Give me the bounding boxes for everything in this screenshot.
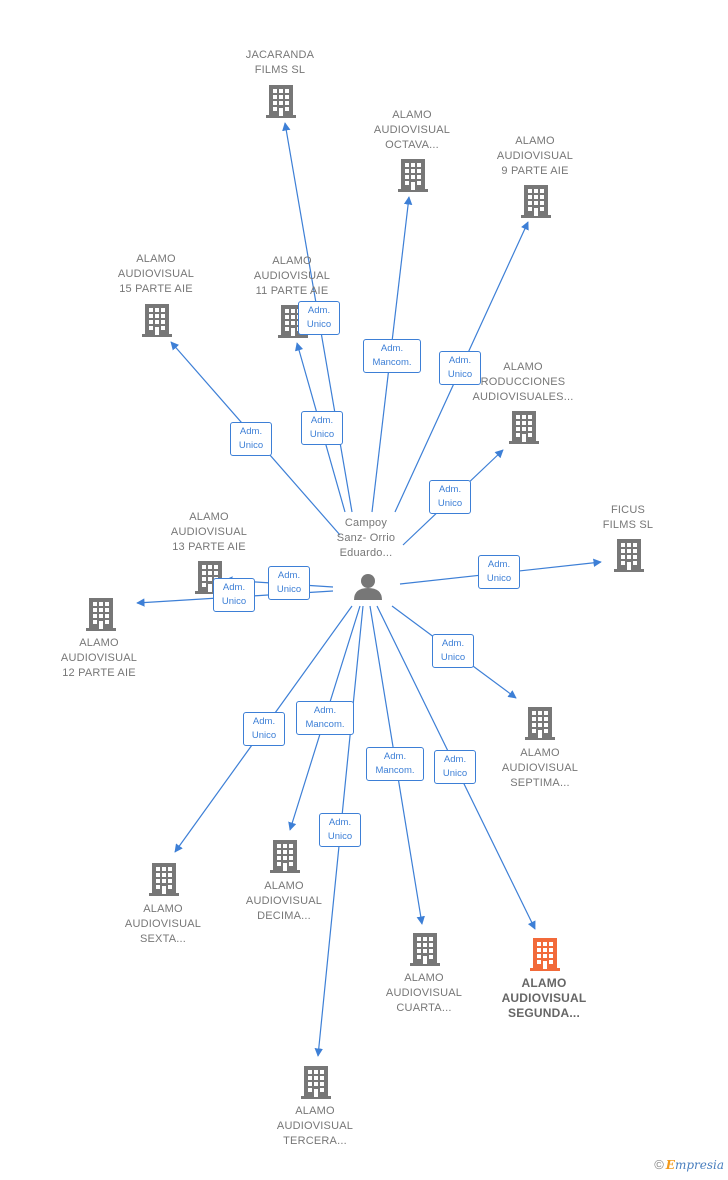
- badge-line2: Mancom.: [375, 765, 415, 776]
- badge-9-parte: Adm. Unico: [439, 351, 481, 385]
- footer-brand[interactable]: ©Empresia: [654, 1157, 724, 1172]
- badge-cuarta: Adm. Mancom.: [366, 747, 424, 781]
- building-icon: [270, 840, 300, 873]
- badge-line1: Adm.: [487, 559, 511, 570]
- badge-line2: Unico: [486, 573, 512, 584]
- badge-segunda: Adm. Unico: [434, 750, 476, 784]
- badge-line1: Adm.: [310, 415, 334, 426]
- badge-line2: Unico: [276, 584, 302, 595]
- badge-11-parte: Adm. Unico: [301, 411, 343, 445]
- badge-line1: Adm.: [328, 817, 352, 828]
- badge-line2: Unico: [442, 768, 468, 779]
- badge-line1: Adm.: [443, 754, 467, 765]
- badge-15-parte: Adm. Unico: [230, 422, 272, 456]
- badge-line1: Adm.: [277, 570, 301, 581]
- badge-line1: Adm.: [313, 705, 337, 716]
- node-15-parte-label[interactable]: ALAMO AUDIOVISUAL 15 PARTE AIE: [117, 253, 195, 295]
- node-ficus-label[interactable]: FICUS FILMS SL: [602, 504, 654, 531]
- badge-line2: Unico: [306, 319, 332, 330]
- badge-jacaranda: Adm. Unico: [298, 301, 340, 335]
- building-icon: [301, 1066, 331, 1099]
- badge-line1: Adm.: [222, 582, 246, 593]
- node-producciones-label[interactable]: ALAMO RODUCCIONES AUDIOVISUALES...: [472, 361, 574, 403]
- badge-line1: Adm.: [252, 716, 276, 727]
- badge-tercera: Adm. Unico: [319, 813, 361, 847]
- brand-initial: E: [665, 1158, 675, 1172]
- badge-line1: Adm.: [441, 638, 465, 649]
- node-9-parte-label[interactable]: ALAMO AUDIOVISUAL 9 PARTE AIE: [496, 135, 574, 177]
- node-12-parte-label[interactable]: ALAMO AUDIOVISUAL 12 PARTE AIE: [60, 637, 138, 679]
- building-icon-highlight: [530, 938, 560, 971]
- badge-line2: Mancom.: [372, 357, 412, 368]
- badge-octava: Adm. Mancom.: [363, 339, 421, 373]
- badge-producciones: Adm. Unico: [429, 480, 471, 514]
- node-jacaranda-label[interactable]: JACARANDA FILMS SL: [245, 49, 315, 76]
- copyright-icon: ©: [654, 1157, 664, 1172]
- badge-line2: Unico: [238, 440, 264, 451]
- node-segunda-label[interactable]: ALAMO AUDIOVISUAL SEGUNDA...: [501, 976, 587, 1020]
- node-11-parte-label[interactable]: ALAMO AUDIOVISUAL 11 PARTE AIE: [253, 255, 331, 297]
- badge-line1: Adm.: [383, 751, 407, 762]
- node-decima-label[interactable]: ALAMO AUDIOVISUAL DECIMA...: [245, 880, 323, 922]
- building-icon: [266, 85, 296, 118]
- badge-line2: Unico: [440, 652, 466, 663]
- node-sexta-label[interactable]: ALAMO AUDIOVISUAL SEXTA...: [124, 903, 202, 945]
- building-icon: [525, 707, 555, 740]
- brand-name: mpresia: [674, 1158, 724, 1172]
- building-icon: [86, 598, 116, 631]
- building-icon: [142, 304, 172, 337]
- badge-line2: Unico: [251, 730, 277, 741]
- badge-line1: Adm.: [307, 305, 331, 316]
- building-icon: [521, 185, 551, 218]
- person-icon: [354, 574, 382, 600]
- badge-line1: Adm.: [380, 343, 404, 354]
- badge-line2: Mancom.: [305, 719, 345, 730]
- building-icon: [614, 539, 644, 572]
- center-person[interactable]: [354, 574, 382, 600]
- node-octava-label[interactable]: ALAMO AUDIOVISUAL OCTAVA...: [373, 109, 451, 151]
- node-tercera-label[interactable]: ALAMO AUDIOVISUAL TERCERA...: [276, 1105, 354, 1147]
- badge-line1: Adm.: [448, 355, 472, 366]
- building-icon: [509, 411, 539, 444]
- badge-sexta: Adm. Unico: [243, 712, 285, 746]
- badge-13-parte: Adm. Unico: [268, 566, 310, 600]
- badge-septima: Adm. Unico: [432, 634, 474, 668]
- badge-12-parte: Adm. Unico: [213, 578, 255, 612]
- building-icon: [149, 863, 179, 896]
- badge-line2: Unico: [327, 831, 353, 842]
- badge-line2: Unico: [437, 498, 463, 509]
- badge-line2: Unico: [309, 429, 335, 440]
- badge-line1: Adm.: [438, 484, 462, 495]
- node-cuarta-label[interactable]: ALAMO AUDIOVISUAL CUARTA...: [385, 972, 463, 1014]
- node-septima-label[interactable]: ALAMO AUDIOVISUAL SEPTIMA...: [501, 747, 579, 789]
- center-person-label[interactable]: Campoy Sanz- Orrio Eduardo...: [336, 517, 396, 559]
- node-13-parte-label[interactable]: ALAMO AUDIOVISUAL 13 PARTE AIE: [170, 511, 248, 553]
- badge-line2: Unico: [221, 596, 247, 607]
- badge-ficus: Adm. Unico: [478, 555, 520, 589]
- badge-line2: Unico: [447, 369, 473, 380]
- badge-line1: Adm.: [239, 426, 263, 437]
- badge-decima: Adm. Mancom.: [296, 701, 354, 735]
- building-icon: [410, 933, 440, 966]
- building-icon: [398, 159, 428, 192]
